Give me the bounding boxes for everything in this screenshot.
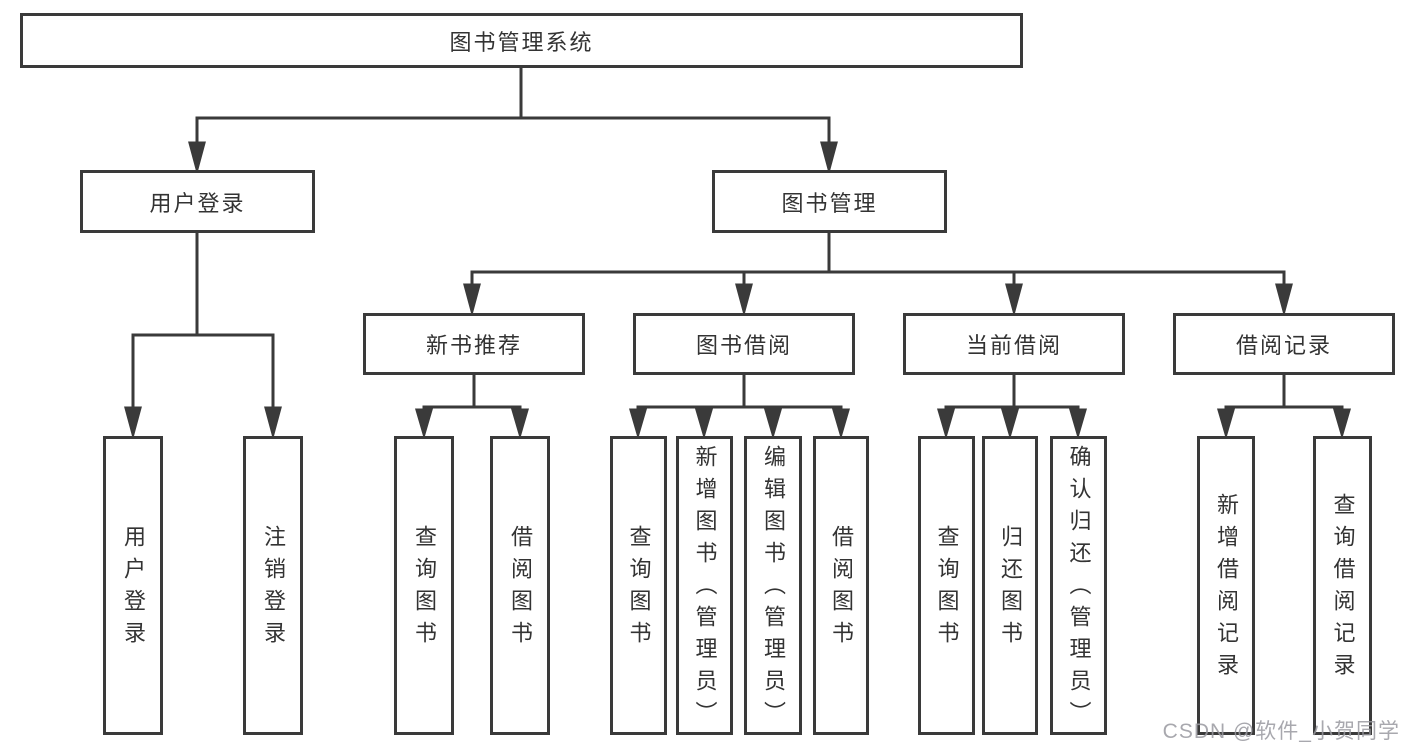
node-new-book-recommend: 新书推荐 <box>363 313 585 375</box>
leaf-user-login: 用户登录 <box>103 436 163 735</box>
leaf-logout: 注销登录 <box>243 436 303 735</box>
leaf-records-query-record: 查询借阅记录 <box>1313 436 1372 735</box>
leaf-recommend-borrow-book: 借阅图书 <box>490 436 550 735</box>
node-borrow-records: 借阅记录 <box>1173 313 1395 375</box>
leaf-current-query-book: 查询图书 <box>918 436 975 735</box>
leaf-borrow-borrow-book: 借阅图书 <box>813 436 869 735</box>
leaf-current-return-book: 归还图书 <box>982 436 1038 735</box>
node-book-borrow: 图书借阅 <box>633 313 855 375</box>
csdn-watermark: CSDN @软件_小贺同学 <box>1162 720 1400 743</box>
leaf-borrow-edit-book-admin: 编辑图书（管理员） <box>744 436 802 735</box>
leaf-borrow-add-book-admin: 新增图书（管理员） <box>676 436 733 735</box>
connector-group <box>124 68 1351 440</box>
leaf-recommend-query-book: 查询图书 <box>394 436 454 735</box>
leaf-records-add-record: 新增借阅记录 <box>1197 436 1255 735</box>
node-current-borrow: 当前借阅 <box>903 313 1125 375</box>
node-root: 图书管理系统 <box>20 13 1023 68</box>
leaf-borrow-query-book: 查询图书 <box>610 436 667 735</box>
node-user-login: 用户登录 <box>80 170 315 233</box>
node-book-management: 图书管理 <box>712 170 947 233</box>
leaf-current-confirm-return-admin: 确认归还（管理员） <box>1050 436 1107 735</box>
